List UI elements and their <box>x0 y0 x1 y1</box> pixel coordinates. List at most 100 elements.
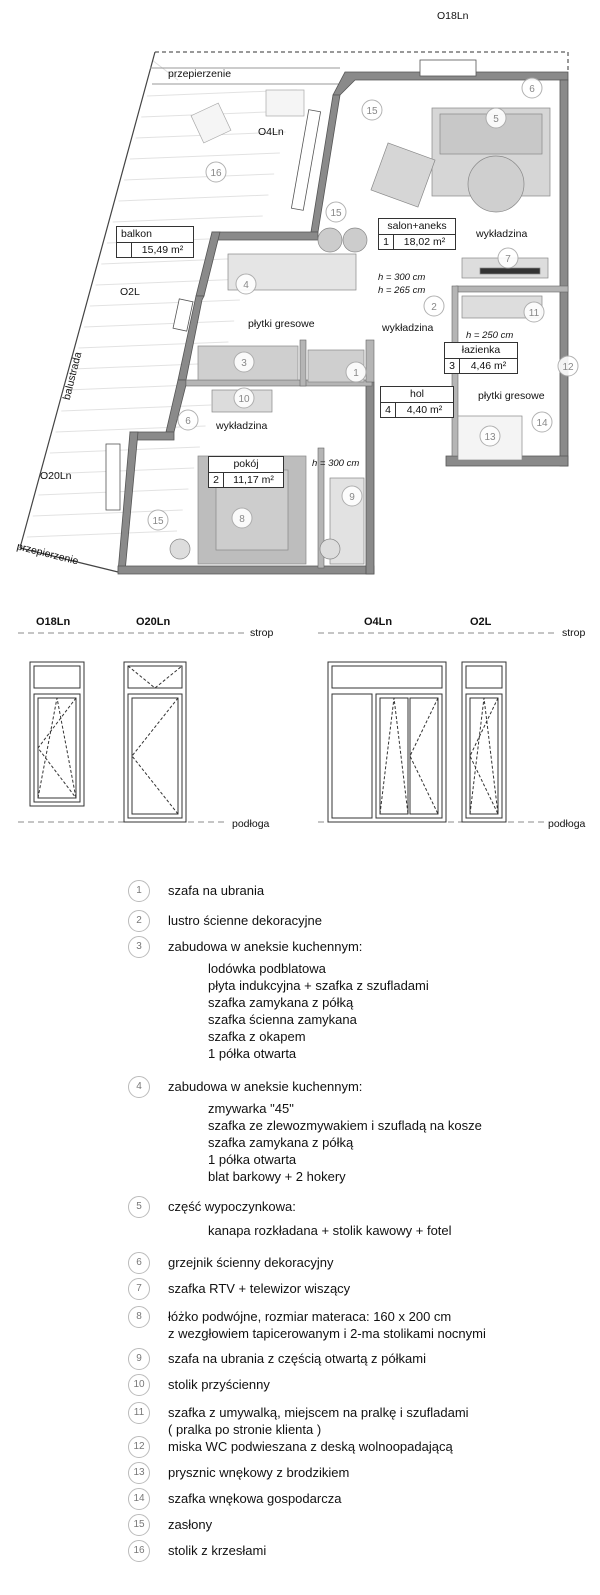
legend-subitem: 1 półka otwarta <box>208 1152 297 1167</box>
floor-tiles-kitchen: płytki gresowe <box>248 318 315 330</box>
marker-6-label: 6 <box>185 416 191 427</box>
elevation-o4ln <box>327 661 447 823</box>
marker-6 <box>177 409 199 431</box>
legend-subitem: szafka z okapem <box>208 1029 306 1044</box>
marker-1 <box>345 361 367 383</box>
legend-item-text: szafa na ubrania z częścią otwartą z pół… <box>168 1351 426 1366</box>
height-250: h = 250 cm <box>466 330 514 341</box>
legend-number-badge: 5 <box>128 1196 150 1218</box>
height-265: h = 265 cm <box>378 285 426 296</box>
ceiling-label-right: strop <box>562 627 586 639</box>
legend-number-badge: 3 <box>128 936 150 958</box>
marker-2-label: 2 <box>431 302 437 313</box>
legend-subitem: szafka zamykana z półką <box>208 1135 354 1150</box>
elevation-o18ln <box>29 661 85 807</box>
legend-number-badge: 14 <box>128 1488 150 1510</box>
legend-number-badge: 1 <box>128 880 150 902</box>
legend-item-text: lustro ścienne dekoracyjne <box>168 913 322 928</box>
legend-number-badge: 15 <box>128 1514 150 1536</box>
legend-item-text: prysznic wnękowy z brodzikiem <box>168 1465 350 1480</box>
legend-item-text: część wypoczynkowa: <box>168 1199 296 1214</box>
marker-11 <box>523 301 545 323</box>
marker-15-c <box>147 509 169 531</box>
marker-9-label: 9 <box>349 492 355 503</box>
window-tag-o2l: O2L <box>120 286 140 298</box>
balustrade-line <box>19 51 156 549</box>
legend-item-text: łóżko podwójne, rozmiar materaca: 160 x … <box>168 1309 452 1324</box>
window-tag-o20ln: O20Ln <box>40 470 72 482</box>
floor-label-left: podłoga <box>232 818 270 830</box>
floor-carpet-hall: wykładzina <box>382 322 434 334</box>
window-elevations <box>18 632 556 823</box>
marker-16-label: 16 <box>210 168 222 179</box>
legend-item-text: miska WC podwieszana z deską wolnoopadaj… <box>168 1439 453 1454</box>
balcony-outline <box>155 51 569 70</box>
window-title-o20ln: O20Ln <box>136 616 171 628</box>
window-frames <box>105 59 477 511</box>
coffee-table <box>467 155 525 213</box>
marker-7-label: 7 <box>505 254 511 265</box>
room-label-balkon: balkon 15,49 m² <box>116 226 194 258</box>
legend-subitem: blat barkowy + 2 hokery <box>208 1169 346 1184</box>
legend-number-badge: 12 <box>128 1436 150 1458</box>
window-title-o18ln: O18Ln <box>36 616 71 628</box>
legend-number-badge: 4 <box>128 1076 150 1098</box>
legend-subitem: zmywarka "45" <box>208 1101 294 1116</box>
ceiling-label-left: strop <box>250 627 274 639</box>
marker-3 <box>233 351 255 373</box>
legend-number-badge: 6 <box>128 1252 150 1274</box>
floor-carpet-bedroom: wykładzina <box>216 420 268 432</box>
legend-number-badge: 9 <box>128 1348 150 1370</box>
legend-item-text: szafka RTV + telewizor wiszący <box>168 1281 351 1296</box>
balcony-decking <box>151 59 179 81</box>
legend-item-text: zabudowa w aneksie kuchennym: <box>168 939 363 954</box>
legend-item-text: szafka wnękowa gospodarcza <box>168 1491 342 1506</box>
legend-number-badge: 7 <box>128 1278 150 1300</box>
marker-5-label: 5 <box>493 114 499 125</box>
legend-number-badge: 2 <box>128 910 150 932</box>
legend-subitem: szafka ścienna zamykana <box>208 1012 357 1027</box>
floor-label-right: podłoga <box>548 818 586 830</box>
legend-number-badge: 8 <box>128 1306 150 1328</box>
legend-number-badge: 16 <box>128 1540 150 1562</box>
marker-10-label: 10 <box>238 394 250 405</box>
legend-number-badge: 11 <box>128 1402 150 1424</box>
marker-12-label: 12 <box>562 362 574 373</box>
room-label-lazienka: łazienka 3 4,46 m² <box>444 342 518 374</box>
legend-subitem: 1 półka otwarta <box>208 1046 297 1061</box>
legend-item-text: szafa na ubrania <box>168 883 265 898</box>
marker-8 <box>231 507 253 529</box>
marker-14 <box>531 411 553 433</box>
legend-item-text: grzejnik ścienny dekoracyjny <box>168 1255 334 1270</box>
marker-16 <box>205 161 227 183</box>
legend-item-text: stolik przyścienny <box>168 1377 270 1392</box>
marker-12 <box>557 355 579 377</box>
window-tag-o18ln: O18Ln <box>437 10 469 22</box>
partition-top-label: przepierzenie <box>168 68 232 80</box>
marker-14-label: 14 <box>536 418 548 429</box>
window-title-o2l: O2L <box>470 616 492 628</box>
legend-subitem: szafka zamykana z półką <box>208 995 354 1010</box>
marker-15-b <box>325 201 347 223</box>
floor-tiles-bath: płytki gresowe <box>478 390 545 402</box>
marker-6-b-label: 6 <box>529 84 535 95</box>
marker-13 <box>479 425 501 447</box>
legend-subitem: płyta indukcyjna + szafka z szufladami <box>208 978 429 993</box>
exterior-walls <box>117 71 569 575</box>
marker-15 <box>361 99 383 121</box>
marker-10 <box>233 387 255 409</box>
marker-6-b <box>521 77 543 99</box>
legend-item-text: szafka z umywalką, miejscem na pralkę i … <box>168 1405 469 1420</box>
marker-4 <box>235 273 257 295</box>
marker-8-label: 8 <box>239 514 245 525</box>
elevation-o20ln <box>123 661 187 823</box>
elevation-o2l <box>461 661 507 823</box>
room-label-pokoj: pokój 2 11,17 m² <box>208 456 284 488</box>
window-tag-o4ln: O4Ln <box>258 126 284 138</box>
marker-3-label: 3 <box>241 358 247 369</box>
marker-15-c-label: 15 <box>152 516 164 527</box>
legend-subitem: kanapa rozkładana + stolik kawowy + fote… <box>208 1223 452 1238</box>
marker-9 <box>341 485 363 507</box>
marker-11-label: 11 <box>529 308 540 319</box>
